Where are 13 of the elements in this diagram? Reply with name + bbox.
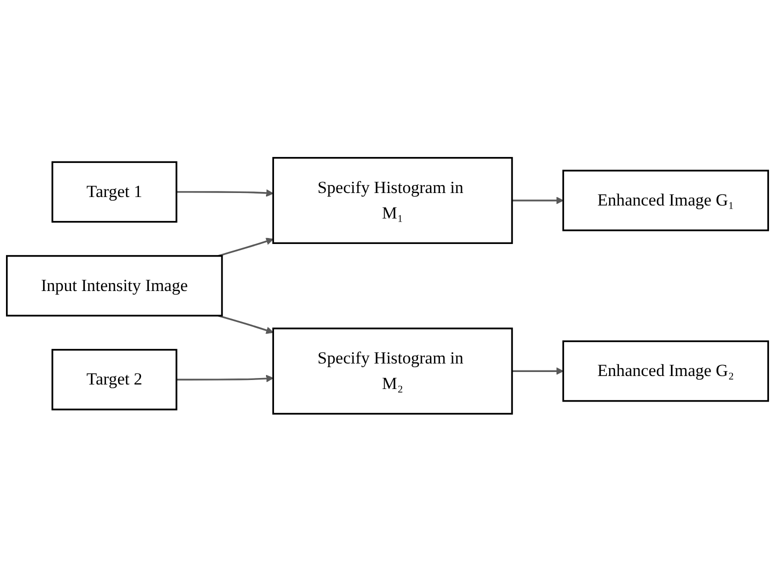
arrow <box>512 196 564 204</box>
node-box: Target 1 <box>52 160 178 222</box>
arrow <box>512 367 564 375</box>
node-box: Enhanced Image G₁ <box>562 169 770 231</box>
arrow <box>218 314 274 334</box>
node-box: Enhanced Image G₂ <box>562 340 770 402</box>
arrow <box>218 237 274 256</box>
node-box: Specify Histogram in M₂ <box>272 327 513 414</box>
node-box: Input Intensity Image <box>6 254 223 316</box>
node-box: Target 2 <box>52 348 178 410</box>
node-box: Specify Histogram in M₁ <box>272 156 513 244</box>
arrow <box>176 189 274 196</box>
arrow <box>176 374 274 382</box>
